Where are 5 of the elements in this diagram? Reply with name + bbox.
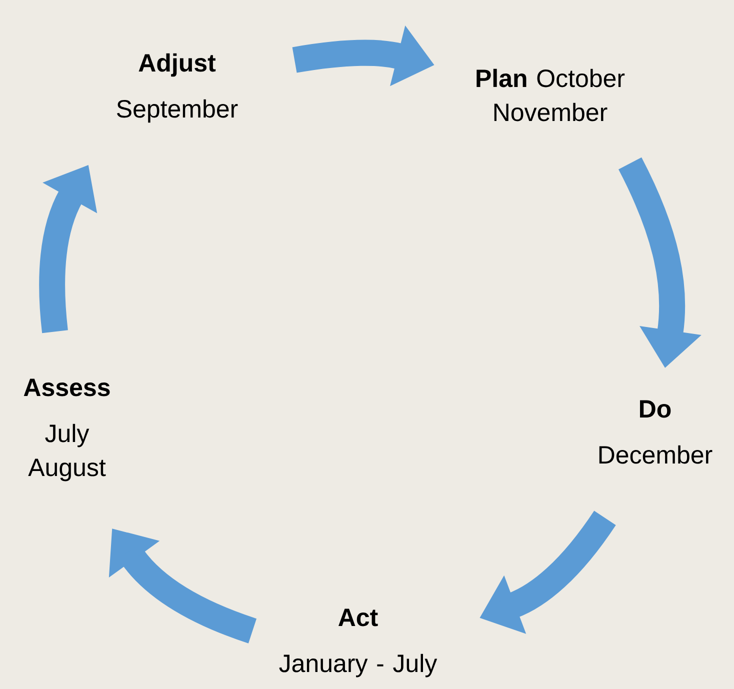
step-label: Assess July August <box>24 378 110 482</box>
step-label: Adjust September <box>116 53 238 123</box>
step-label: Act January - July <box>279 608 438 678</box>
step-label: Plan October November <box>476 68 625 122</box>
step-label: Do December <box>599 400 712 464</box>
